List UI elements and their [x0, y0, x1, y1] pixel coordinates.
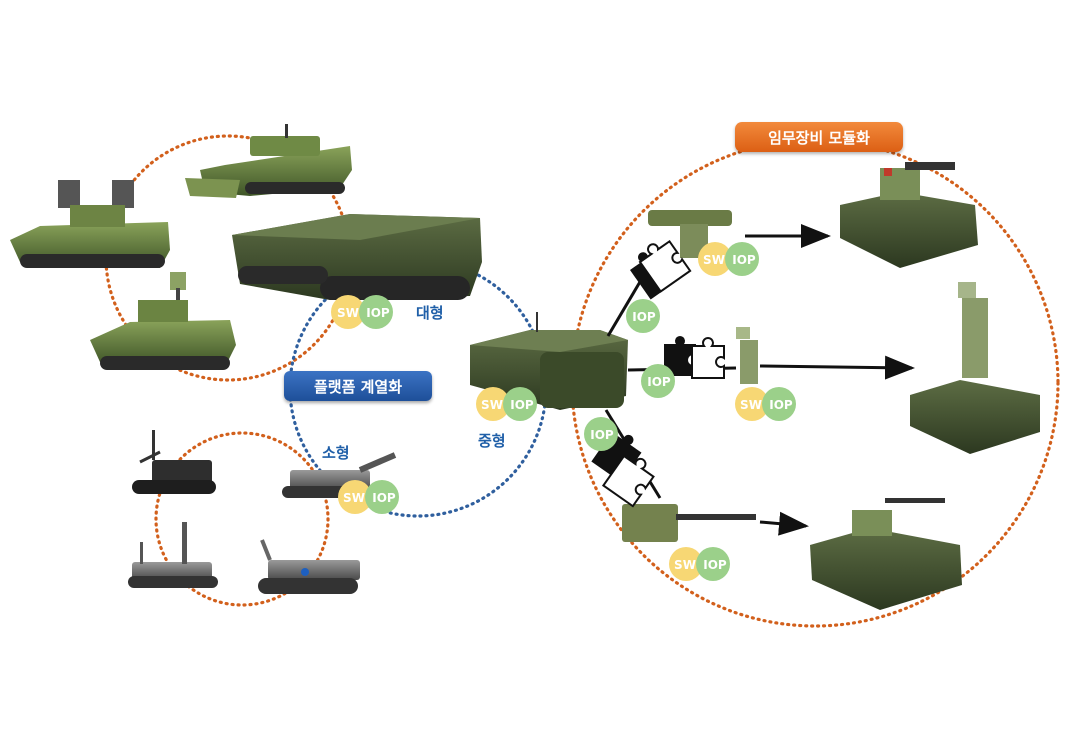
iop-badge-label: IOP — [366, 306, 390, 320]
medium-size-label: 중형 — [478, 432, 506, 450]
large-tank-radar-image — [90, 272, 236, 370]
iop-badge — [641, 364, 675, 398]
sw-badge — [338, 480, 372, 514]
iop-badge — [725, 242, 759, 276]
iop-badge-label: IOP — [632, 310, 656, 324]
iop-badge — [696, 547, 730, 581]
puzzle-piece-icon — [601, 454, 655, 508]
large-size-label: 대형 — [416, 304, 444, 322]
iop-badge-label: IOP — [590, 428, 614, 442]
sw-badge-label: SW — [674, 558, 696, 572]
medium-ugv-image — [470, 312, 628, 410]
arrow-right-icon — [759, 511, 809, 536]
mission-module-launcher-image — [648, 210, 732, 258]
result-ugv-radar-image — [910, 282, 1040, 454]
sw-badge-label: SW — [337, 306, 359, 320]
result-ugv-launcher-image — [840, 162, 978, 268]
large-tank-dozer-image — [185, 124, 352, 198]
sw-badge — [669, 547, 703, 581]
mission-module-radar-image — [736, 327, 758, 384]
small-size-label: 소형 — [322, 444, 350, 462]
small-platform-orange-circle — [154, 431, 330, 607]
iop-badge-label: IOP — [647, 375, 671, 389]
iop-badge-label: IOP — [703, 558, 727, 572]
iop-badge — [584, 417, 618, 451]
small-robot-3-image — [128, 522, 218, 588]
sw-badge — [331, 295, 365, 329]
platform-family-label: 플랫폼 계열화 — [284, 371, 432, 401]
iop-badge — [762, 387, 796, 421]
sw-badge — [735, 387, 769, 421]
sw-badge-label: SW — [740, 398, 762, 412]
iop-badge — [365, 480, 399, 514]
iop-badge — [503, 387, 537, 421]
puzzle-piece-icon — [691, 337, 725, 379]
large-tank-launcher-image — [10, 180, 170, 268]
puzzle-piece-icon — [664, 336, 696, 376]
mission-modular-label: 임무장비 모듈화 — [735, 122, 903, 152]
sw-badge — [476, 387, 510, 421]
iop-badge-label: IOP — [510, 398, 534, 412]
small-robot-1-image — [132, 430, 216, 494]
sw-badge — [698, 242, 732, 276]
puzzle-piece-icon — [638, 239, 692, 293]
small-robot-4-image — [258, 539, 360, 594]
arrow-right-icon — [759, 355, 915, 380]
sw-badge-label: SW — [703, 253, 725, 267]
iop-badge-label: IOP — [732, 253, 756, 267]
iop-badge-label: IOP — [769, 398, 793, 412]
sw-badge-label: SW — [343, 491, 365, 505]
large-tank-main-image — [232, 214, 482, 300]
mission-module-gun-image — [622, 504, 756, 542]
iop-badge — [626, 299, 660, 333]
sw-badge-label: SW — [481, 398, 503, 412]
result-ugv-gun-image — [810, 498, 962, 610]
iop-badge-label: IOP — [372, 491, 396, 505]
iop-badge — [359, 295, 393, 329]
